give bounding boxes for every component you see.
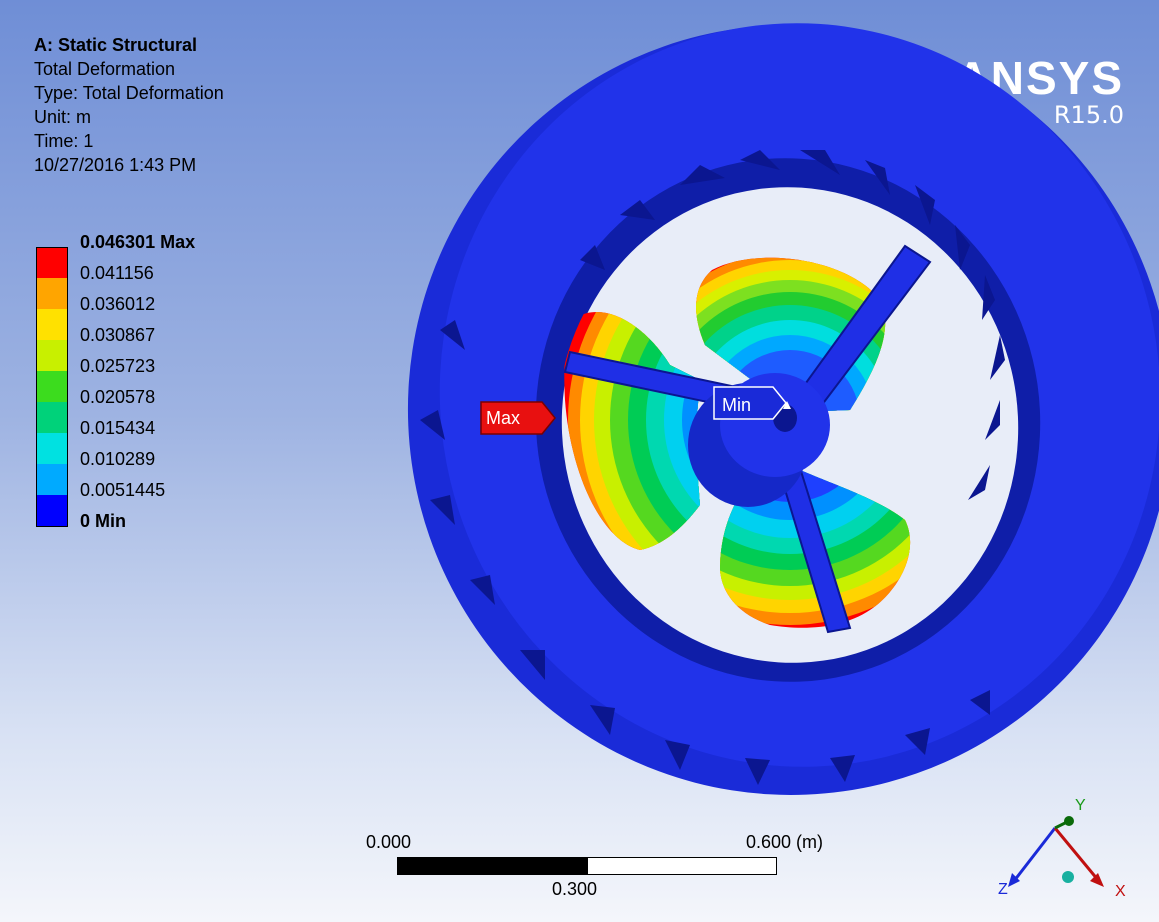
axis-x-label: X <box>1115 883 1126 900</box>
axis-triad[interactable]: Y Z X <box>990 795 1140 905</box>
axis-z-label: Z <box>998 881 1008 898</box>
legend-swatch <box>36 371 68 402</box>
scale-bar-white-segment <box>587 857 777 875</box>
legend-label-max: 0.046301 Max <box>80 232 196 252</box>
max-probe-arrow-icon <box>480 401 556 435</box>
legend-swatch <box>36 340 68 371</box>
max-probe[interactable]: Max <box>480 401 556 435</box>
legend-swatch <box>36 278 68 309</box>
scale-bar-mid: 0.300 <box>552 879 598 899</box>
min-probe-label: Min <box>722 395 752 415</box>
legend-label: 0.036012 <box>80 294 156 314</box>
legend-label: 0.015434 <box>80 418 156 438</box>
legend-label-min: 0 Min <box>80 511 127 531</box>
min-probe[interactable]: Min <box>713 383 797 421</box>
scale-bar: 0.000 0.600 (m) 0.300 <box>366 829 856 909</box>
analysis-title: A: Static Structural <box>34 35 198 55</box>
legend-label: 0.0051445 <box>80 480 166 500</box>
scale-bar-start: 0.000 <box>366 832 412 852</box>
legend-label: 0.020578 <box>80 387 156 407</box>
result-time: Time: 1 <box>34 131 94 151</box>
logo-version: R15.0 <box>1053 101 1124 129</box>
legend-label: 0.010289 <box>80 449 156 469</box>
legend-swatch <box>36 433 68 464</box>
legend-label: 0.041156 <box>80 263 154 283</box>
result-unit: Unit: m <box>34 107 92 127</box>
ring-fins <box>420 150 1005 785</box>
scale-bar-end: 0.600 (m) <box>746 832 824 852</box>
scale-bar-black-segment <box>397 857 587 875</box>
max-probe-label: Max <box>486 408 521 428</box>
result-info: A: Static Structural Total Deformation T… <box>34 33 224 177</box>
axis-triad-icon <box>1008 816 1104 887</box>
legend-swatch <box>36 247 68 279</box>
min-probe-arrow-icon <box>713 386 791 420</box>
legend-swatch <box>36 464 68 495</box>
result-name: Total Deformation <box>34 59 176 79</box>
result-date: 10/27/2016 1:43 PM <box>34 155 197 175</box>
axis-y-label: Y <box>1075 797 1086 814</box>
legend-label: 0.025723 <box>80 356 156 376</box>
result-type: Type: Total Deformation <box>34 83 224 103</box>
legend-swatch <box>36 402 68 433</box>
legend-label: 0.030867 <box>80 325 156 345</box>
legend-swatch <box>36 495 68 527</box>
legend-swatch <box>36 309 68 340</box>
